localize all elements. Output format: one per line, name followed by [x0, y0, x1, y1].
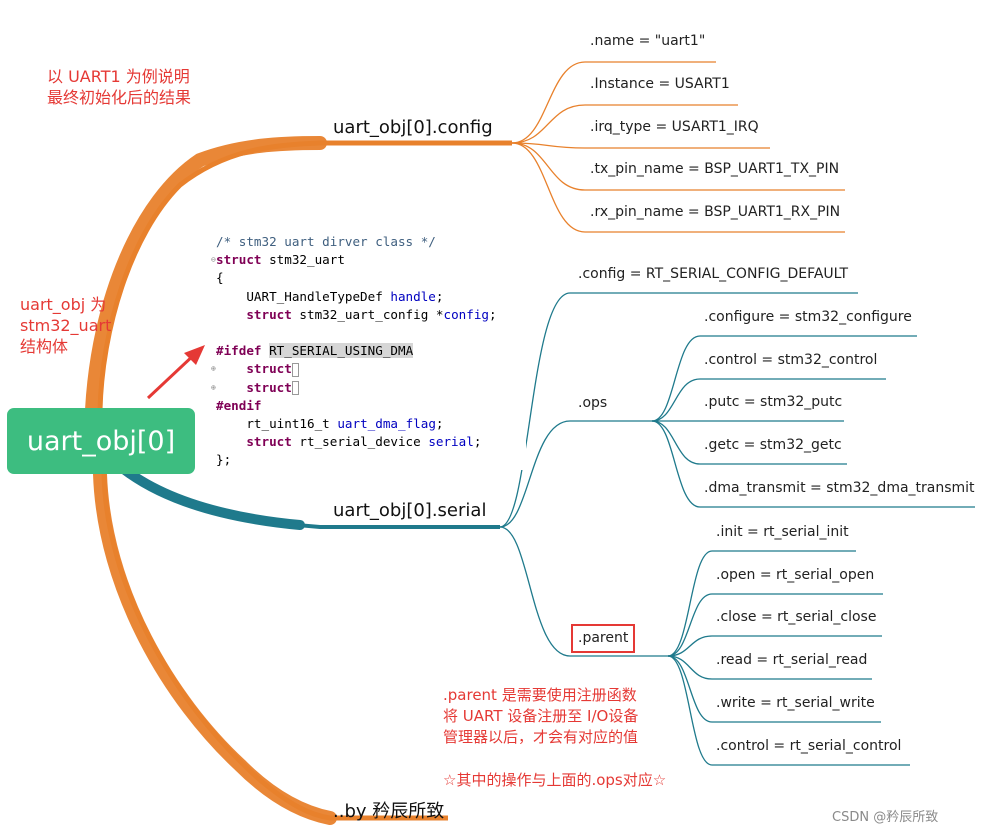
- parent-highlight-box: [571, 624, 635, 653]
- code-snippet: /* stm32 uart dirver class */ ⊖struct st…: [211, 232, 526, 470]
- code-macro: RT_SERIAL_USING_DMA: [269, 343, 414, 359]
- config-item-instance[interactable]: .Instance = USART1: [590, 76, 730, 92]
- red-arrow-icon: [146, 345, 205, 400]
- config-item-irq-type[interactable]: .irq_type = USART1_IRQ: [590, 119, 759, 135]
- code-brace: {: [216, 270, 224, 286]
- code-semicolon: ;: [435, 288, 444, 304]
- parent-item-write[interactable]: .write = rt_serial_write: [716, 695, 875, 711]
- ops-item-getc[interactable]: .getc = stm32_getc: [704, 437, 842, 453]
- code-keyword: struct: [216, 379, 292, 395]
- parent-item-close[interactable]: .close = rt_serial_close: [716, 609, 877, 625]
- code-comment: /* stm32 uart dirver class */: [216, 234, 436, 249]
- watermark: CSDN @矜辰所致: [832, 810, 939, 825]
- serial-config[interactable]: .config = RT_SERIAL_CONFIG_DEFAULT: [578, 266, 849, 282]
- ops-item-dma-transmit[interactable]: .dma_transmit = stm32_dma_transmit: [704, 480, 975, 496]
- parent-item-read[interactable]: .read = rt_serial_read: [716, 652, 868, 668]
- code-semicolon: ;: [435, 415, 444, 431]
- code-brace: };: [216, 452, 232, 468]
- serial-parent[interactable]: .parent: [578, 630, 629, 646]
- parent-item-control[interactable]: .control = rt_serial_control: [716, 738, 902, 754]
- note-parent-explanation: .parent 是需要使用注册函数 将 UART 设备注册至 I/O设备 管理器…: [443, 686, 639, 746]
- branch-author[interactable]: ..by 矜辰所致: [333, 801, 445, 822]
- code-field: config: [443, 306, 489, 322]
- parent-item-open[interactable]: .open = rt_serial_open: [716, 567, 875, 583]
- code-keyword: struct: [216, 252, 262, 268]
- code-type: rt_serial_device: [291, 434, 429, 450]
- note-uart-obj-type: uart_obj 为 stm32_uart 结构体: [20, 295, 112, 356]
- code-collapsed-box[interactable]: [291, 381, 299, 395]
- config-item-rx-pin[interactable]: .rx_pin_name = BSP_UART1_RX_PIN: [590, 204, 841, 220]
- code-keyword: struct: [216, 306, 292, 322]
- ops-item-configure[interactable]: .configure = stm32_configure: [704, 309, 912, 325]
- parent-item-init[interactable]: .init = rt_serial_init: [716, 524, 849, 540]
- config-item-name[interactable]: .name = "uart1": [590, 33, 706, 49]
- code-field: handle: [390, 288, 436, 304]
- code-semicolon: ;: [488, 306, 497, 322]
- code-keyword: struct: [216, 361, 292, 377]
- serial-ops[interactable]: .ops: [578, 395, 608, 411]
- branch-config[interactable]: uart_obj[0].config: [333, 117, 493, 138]
- code-type: rt_uint16_t: [216, 415, 338, 431]
- code-directive: #ifdef: [216, 343, 262, 359]
- branch-serial[interactable]: uart_obj[0].serial: [333, 500, 487, 521]
- ops-item-control[interactable]: .control = stm32_control: [704, 352, 878, 368]
- parent-item-lines: [667, 550, 910, 766]
- code-directive: #endif: [216, 397, 262, 413]
- ops-item-lines: [651, 335, 975, 508]
- code-type: UART_HandleTypeDef: [216, 288, 391, 304]
- code-field: serial: [428, 434, 474, 450]
- config-item-tx-pin[interactable]: .tx_pin_name = BSP_UART1_TX_PIN: [590, 161, 840, 177]
- code-semicolon: ;: [473, 434, 482, 450]
- config-item-lines: [511, 61, 845, 233]
- code-collapsed-box[interactable]: [291, 362, 299, 377]
- note-example-uart1: 以 UART1 为例说明 最终初始化后的结果: [47, 67, 192, 107]
- root-node[interactable]: uart_obj[0]: [7, 408, 195, 474]
- code-struct-name: stm32_uart: [261, 252, 345, 268]
- code-keyword: struct: [216, 434, 292, 450]
- note-ops-correspondence: ☆其中的操作与上面的.ops对应☆: [443, 771, 667, 789]
- code-field: uart_dma_flag: [337, 415, 436, 431]
- code-type: stm32_uart_config *: [291, 306, 444, 322]
- ops-item-putc[interactable]: .putc = stm32_putc: [704, 394, 843, 410]
- root-label: uart_obj[0]: [26, 425, 176, 457]
- serial-child-lines: [499, 292, 858, 657]
